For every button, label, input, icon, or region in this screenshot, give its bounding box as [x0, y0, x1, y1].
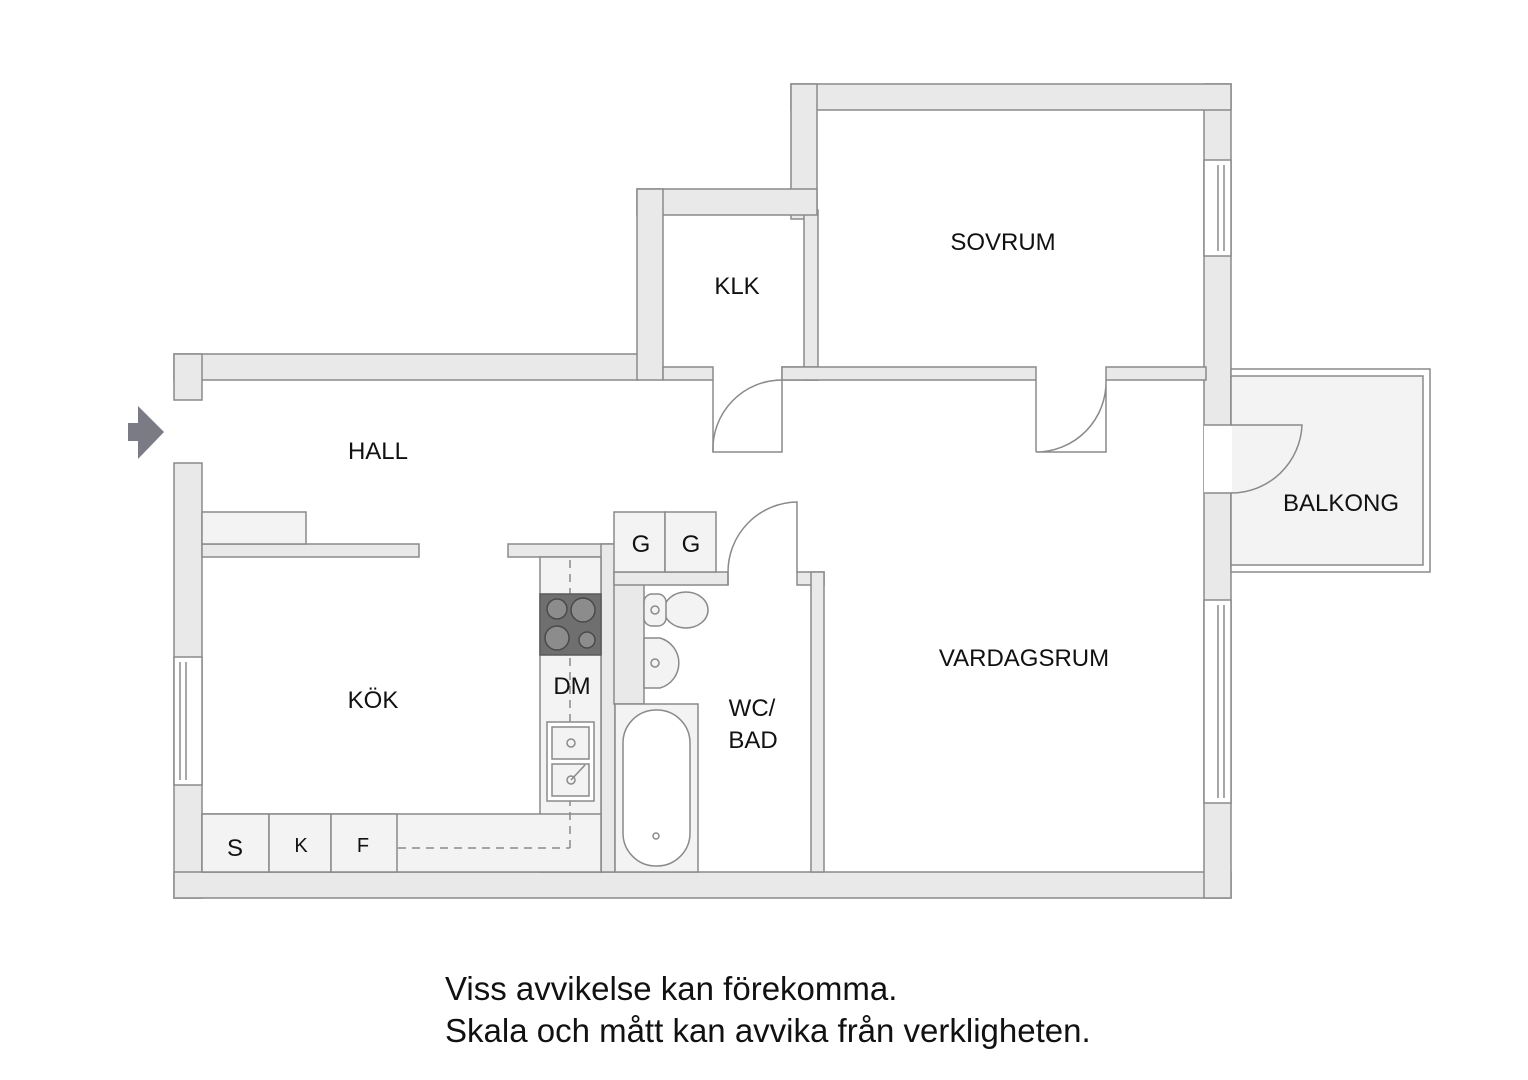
wall-sovrum-bottom-a	[781, 366, 1037, 381]
balcony	[1204, 368, 1431, 573]
door-swing-icon	[727, 501, 798, 585]
windows	[173, 159, 1232, 804]
wall-kitchen-top-right	[507, 543, 616, 558]
label-balkong: BALKONG	[1283, 490, 1399, 517]
hall-shelf	[201, 511, 307, 545]
stove-icon	[539, 593, 602, 656]
wall-bath-living	[810, 571, 825, 873]
label-appliance-f: F	[357, 835, 369, 857]
wall-sovrum-bottom-b	[1105, 366, 1207, 381]
sink-icon	[546, 721, 595, 802]
walls	[173, 83, 1232, 899]
label-sovrum: SOVRUM	[950, 229, 1055, 256]
wall-kitchen-bath	[600, 543, 616, 873]
window-icon	[1203, 159, 1232, 257]
window-icon	[1203, 599, 1232, 804]
wall-kitchen-top-left	[201, 543, 420, 558]
wall-left-upper	[173, 353, 203, 401]
toilet-icon	[643, 591, 709, 629]
label-dm: DM	[553, 673, 590, 700]
label-vardagsrum: VARDAGSRUM	[939, 645, 1109, 672]
cabinet-g1	[613, 511, 666, 573]
bathroom-fixtures	[614, 591, 709, 873]
kitchen-fixtures	[201, 556, 602, 873]
wall-klk-bottom-a	[662, 366, 714, 381]
wall-bath-inner	[613, 571, 645, 705]
window-icon	[173, 656, 203, 786]
door-swing-icon	[1230, 424, 1303, 494]
wall-bottom	[173, 871, 1232, 899]
label-hall: HALL	[348, 438, 408, 465]
wall-klk-top	[636, 188, 818, 216]
disclaimer-line-1: Viss avvikelse kan förekomma.	[445, 970, 898, 1007]
bathtub-icon	[614, 703, 699, 873]
label-cabinet-g2: G	[682, 531, 701, 558]
label-appliance-k: K	[294, 835, 308, 857]
door-swing-icon	[712, 379, 783, 453]
wall-klk-sovrum	[803, 209, 819, 381]
doors	[712, 379, 1107, 585]
floor-plan: HALL KLK SOVRUM BALKONG KÖK DM WC/ BAD V…	[128, 83, 1431, 899]
label-cabinet-g1: G	[632, 531, 651, 558]
cabinet-g2	[664, 511, 717, 573]
label-klk: KLK	[714, 273, 759, 300]
label-appliance-s: S	[227, 835, 243, 862]
disclaimer-line-2: Skala och mått kan avvika från verklighe…	[445, 1012, 1091, 1049]
door-swing-icon	[1035, 379, 1107, 453]
wall-klk-left	[636, 188, 664, 381]
label-kok: KÖK	[348, 687, 399, 714]
label-bad: BAD	[728, 727, 777, 754]
entrance-arrow-icon	[128, 406, 164, 459]
label-wc: WC/	[729, 695, 776, 722]
wall-hall-top	[173, 353, 639, 381]
wall-g-bottom	[613, 571, 729, 586]
wall-top-sovrum	[790, 83, 1232, 111]
washbasin-icon	[643, 637, 680, 689]
